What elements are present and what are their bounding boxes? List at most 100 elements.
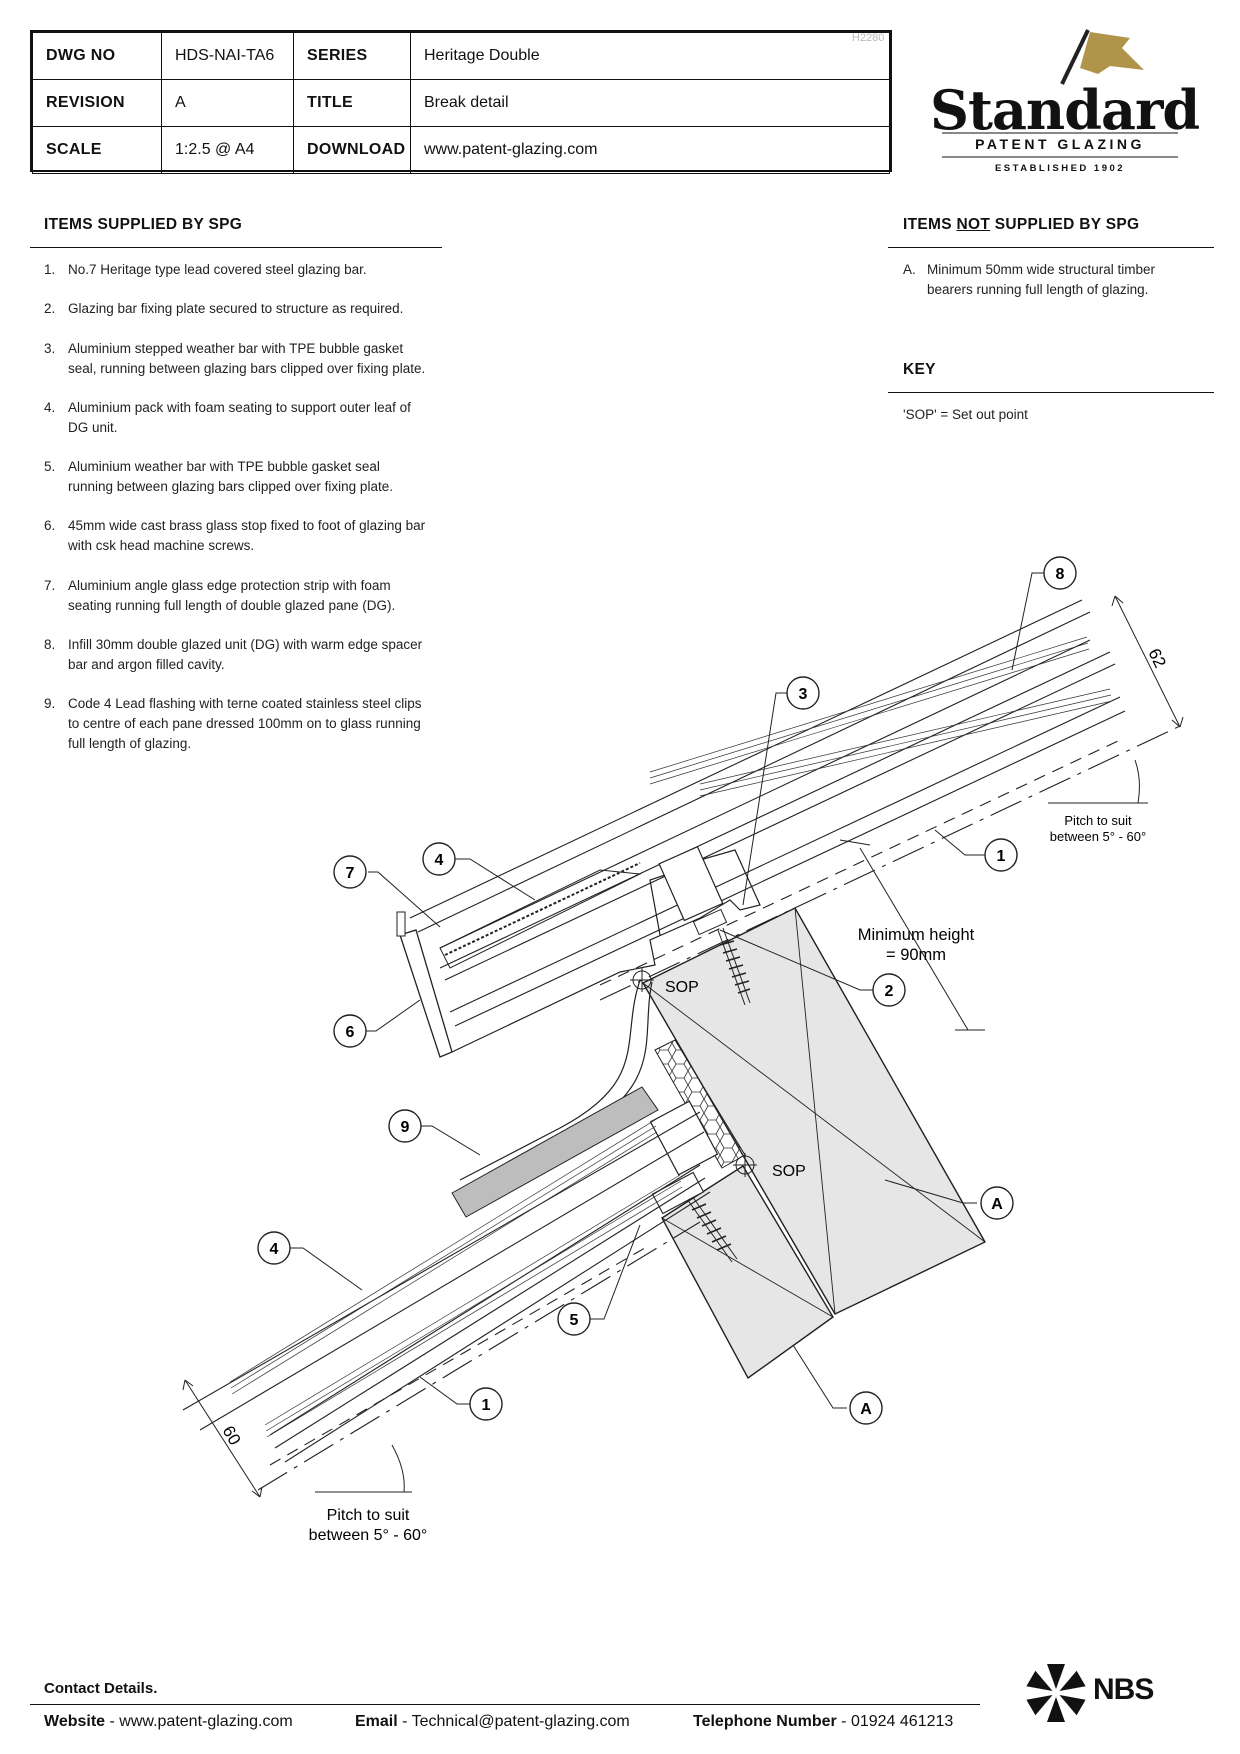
callout-3: 3 (786, 676, 820, 710)
phone-label: Telephone Number (693, 1713, 837, 1730)
flashing-clip (451, 1086, 659, 1218)
foam-seating (444, 862, 641, 956)
bearer-diagonal (642, 982, 986, 1243)
callout-A: A (980, 1186, 1014, 1220)
item-text: Aluminium stepped weather bar with TPE b… (68, 341, 426, 376)
logo-subtitle: PATENT GLAZING (975, 136, 1145, 152)
phone-number: 01924 461213 (850, 1713, 954, 1730)
drawing-ref: H2280 (852, 32, 885, 44)
item-text: Aluminium angle glass edge protection st… (68, 578, 396, 613)
series-value: Heritage Double (410, 32, 890, 80)
min-height-label: = 90mm (886, 946, 946, 964)
weather-bar (658, 845, 724, 922)
callout-8: 8 (1043, 556, 1077, 590)
pitch-label: between 5° - 60° (1050, 829, 1146, 844)
sop-label: SOP (665, 979, 699, 996)
item-text: No.7 Heritage type lead covered steel gl… (68, 262, 367, 277)
pitch-label: Pitch to suit (327, 1507, 410, 1524)
callout-4: 4 (422, 842, 456, 876)
callout-number: 4 (435, 852, 444, 869)
download-label: DOWNLOAD (293, 126, 411, 174)
callout-4: 4 (257, 1231, 291, 1265)
pitch-label: between 5° - 60° (309, 1527, 428, 1544)
item-number: 9. (44, 696, 56, 711)
contact-title: Contact Details. (44, 1680, 158, 1697)
callout-number: 7 (346, 865, 355, 882)
item-number: 1. (44, 262, 56, 277)
item-text: Glazing bar fixing plate secured to stru… (68, 301, 404, 316)
dimension-text: 60 (219, 1423, 245, 1449)
title-row: DWG NO HDS-NAI-TA6 SERIES Heritage Doubl… (32, 32, 890, 80)
bearer-diagonal (661, 1217, 834, 1318)
item-text: Minimum 50mm wide structural timber bear… (927, 262, 1156, 297)
callout-number: 1 (997, 848, 1006, 865)
separator: - (109, 1713, 115, 1730)
callout-1: 1 (984, 838, 1018, 872)
nbs-logo: NBS (1025, 1660, 1205, 1730)
dimension-62 (1111, 595, 1184, 728)
separator: - (402, 1713, 408, 1730)
sop-marker-icon (733, 1153, 757, 1177)
item-text: Code 4 Lead flashing with terne coated s… (68, 696, 422, 751)
dimension-min-height (839, 839, 985, 1031)
phone-contact: Telephone Number - 01924 461213 (693, 1713, 953, 1731)
lead-flashing (459, 979, 641, 1181)
callout-letter: A (860, 1401, 872, 1418)
callout-number: 2 (885, 983, 894, 1000)
item-number: 5. (44, 459, 56, 474)
pitch-indicator (315, 1444, 412, 1493)
bearer-diagonal (794, 907, 986, 1243)
dwg-no-value: HDS-NAI-TA6 (161, 32, 294, 80)
callout-number: 8 (1056, 566, 1065, 583)
callout-6: 6 (333, 1014, 367, 1048)
scale-label: SCALE (32, 126, 162, 174)
key-text: 'SOP' = Set out point (903, 407, 1028, 422)
glass-hatch (229, 1119, 683, 1438)
callout-letter: A (991, 1196, 1003, 1213)
callout-number: 4 (270, 1241, 279, 1258)
supplied-heading: ITEMS SUPPLIED BY SPG (44, 216, 243, 233)
item-text: Aluminium pack with foam seating to supp… (68, 400, 411, 435)
title-row: REVISION A TITLE Break detail (32, 79, 890, 127)
title-value: Break detail (410, 79, 890, 127)
sop-marker-icon (630, 968, 654, 992)
logo-rule (942, 132, 1178, 134)
download-link[interactable]: www.patent-glazing.com (410, 126, 890, 174)
bearer-diagonal (794, 907, 836, 1315)
scale-value: 1:2.5 @ A4 (161, 126, 294, 174)
title-block: DWG NO HDS-NAI-TA6 SERIES Heritage Doubl… (30, 30, 892, 174)
title-row: SCALE 1:2.5 @ A4 DOWNLOAD www.patent-gla… (32, 126, 890, 174)
pitch-indicator (1048, 759, 1148, 804)
item-number: 6. (44, 518, 56, 533)
footer-rule (30, 1704, 980, 1705)
glass-hatch (649, 636, 1113, 797)
revision-label: REVISION (32, 79, 162, 127)
email-link[interactable]: Technical@patent-glazing.com (411, 1713, 630, 1730)
revision-value: A (161, 79, 294, 127)
dimension-60 (182, 1379, 263, 1498)
callout-1: 1 (469, 1387, 503, 1421)
email-label: Email (355, 1713, 398, 1730)
item-number: 7. (44, 578, 56, 593)
item-number: 4. (44, 400, 56, 415)
item-number: 3. (44, 341, 56, 356)
lower-glazing (182, 1111, 711, 1491)
screw-icon (717, 927, 751, 1006)
stop-screw (396, 911, 406, 937)
heading-part: SUPPLIED BY SPG (990, 216, 1140, 233)
glass-stop (399, 929, 453, 1058)
item-letter: A. (903, 262, 916, 277)
break-detail-drawing: SOP SOP 62 60 Minimum height = 90mm Pitc… (182, 556, 1184, 1544)
nbs-wordmark: NBS (1093, 1673, 1154, 1706)
dwg-no-label: DWG NO (32, 32, 162, 80)
callout-5: 5 (557, 1302, 591, 1336)
callout-9: 9 (388, 1109, 422, 1143)
callout-2: 2 (872, 973, 906, 1007)
title-label: TITLE (293, 79, 411, 127)
standard-logo: Standard PATENT GLAZING ESTABLISHED 1902 (930, 28, 1200, 178)
heading-not: NOT (956, 216, 991, 233)
callout-number: 9 (401, 1119, 410, 1136)
pitch-label: Pitch to suit (1064, 813, 1132, 828)
logo-established: ESTABLISHED 1902 (994, 163, 1126, 174)
website-link[interactable]: www.patent-glazing.com (119, 1713, 293, 1730)
